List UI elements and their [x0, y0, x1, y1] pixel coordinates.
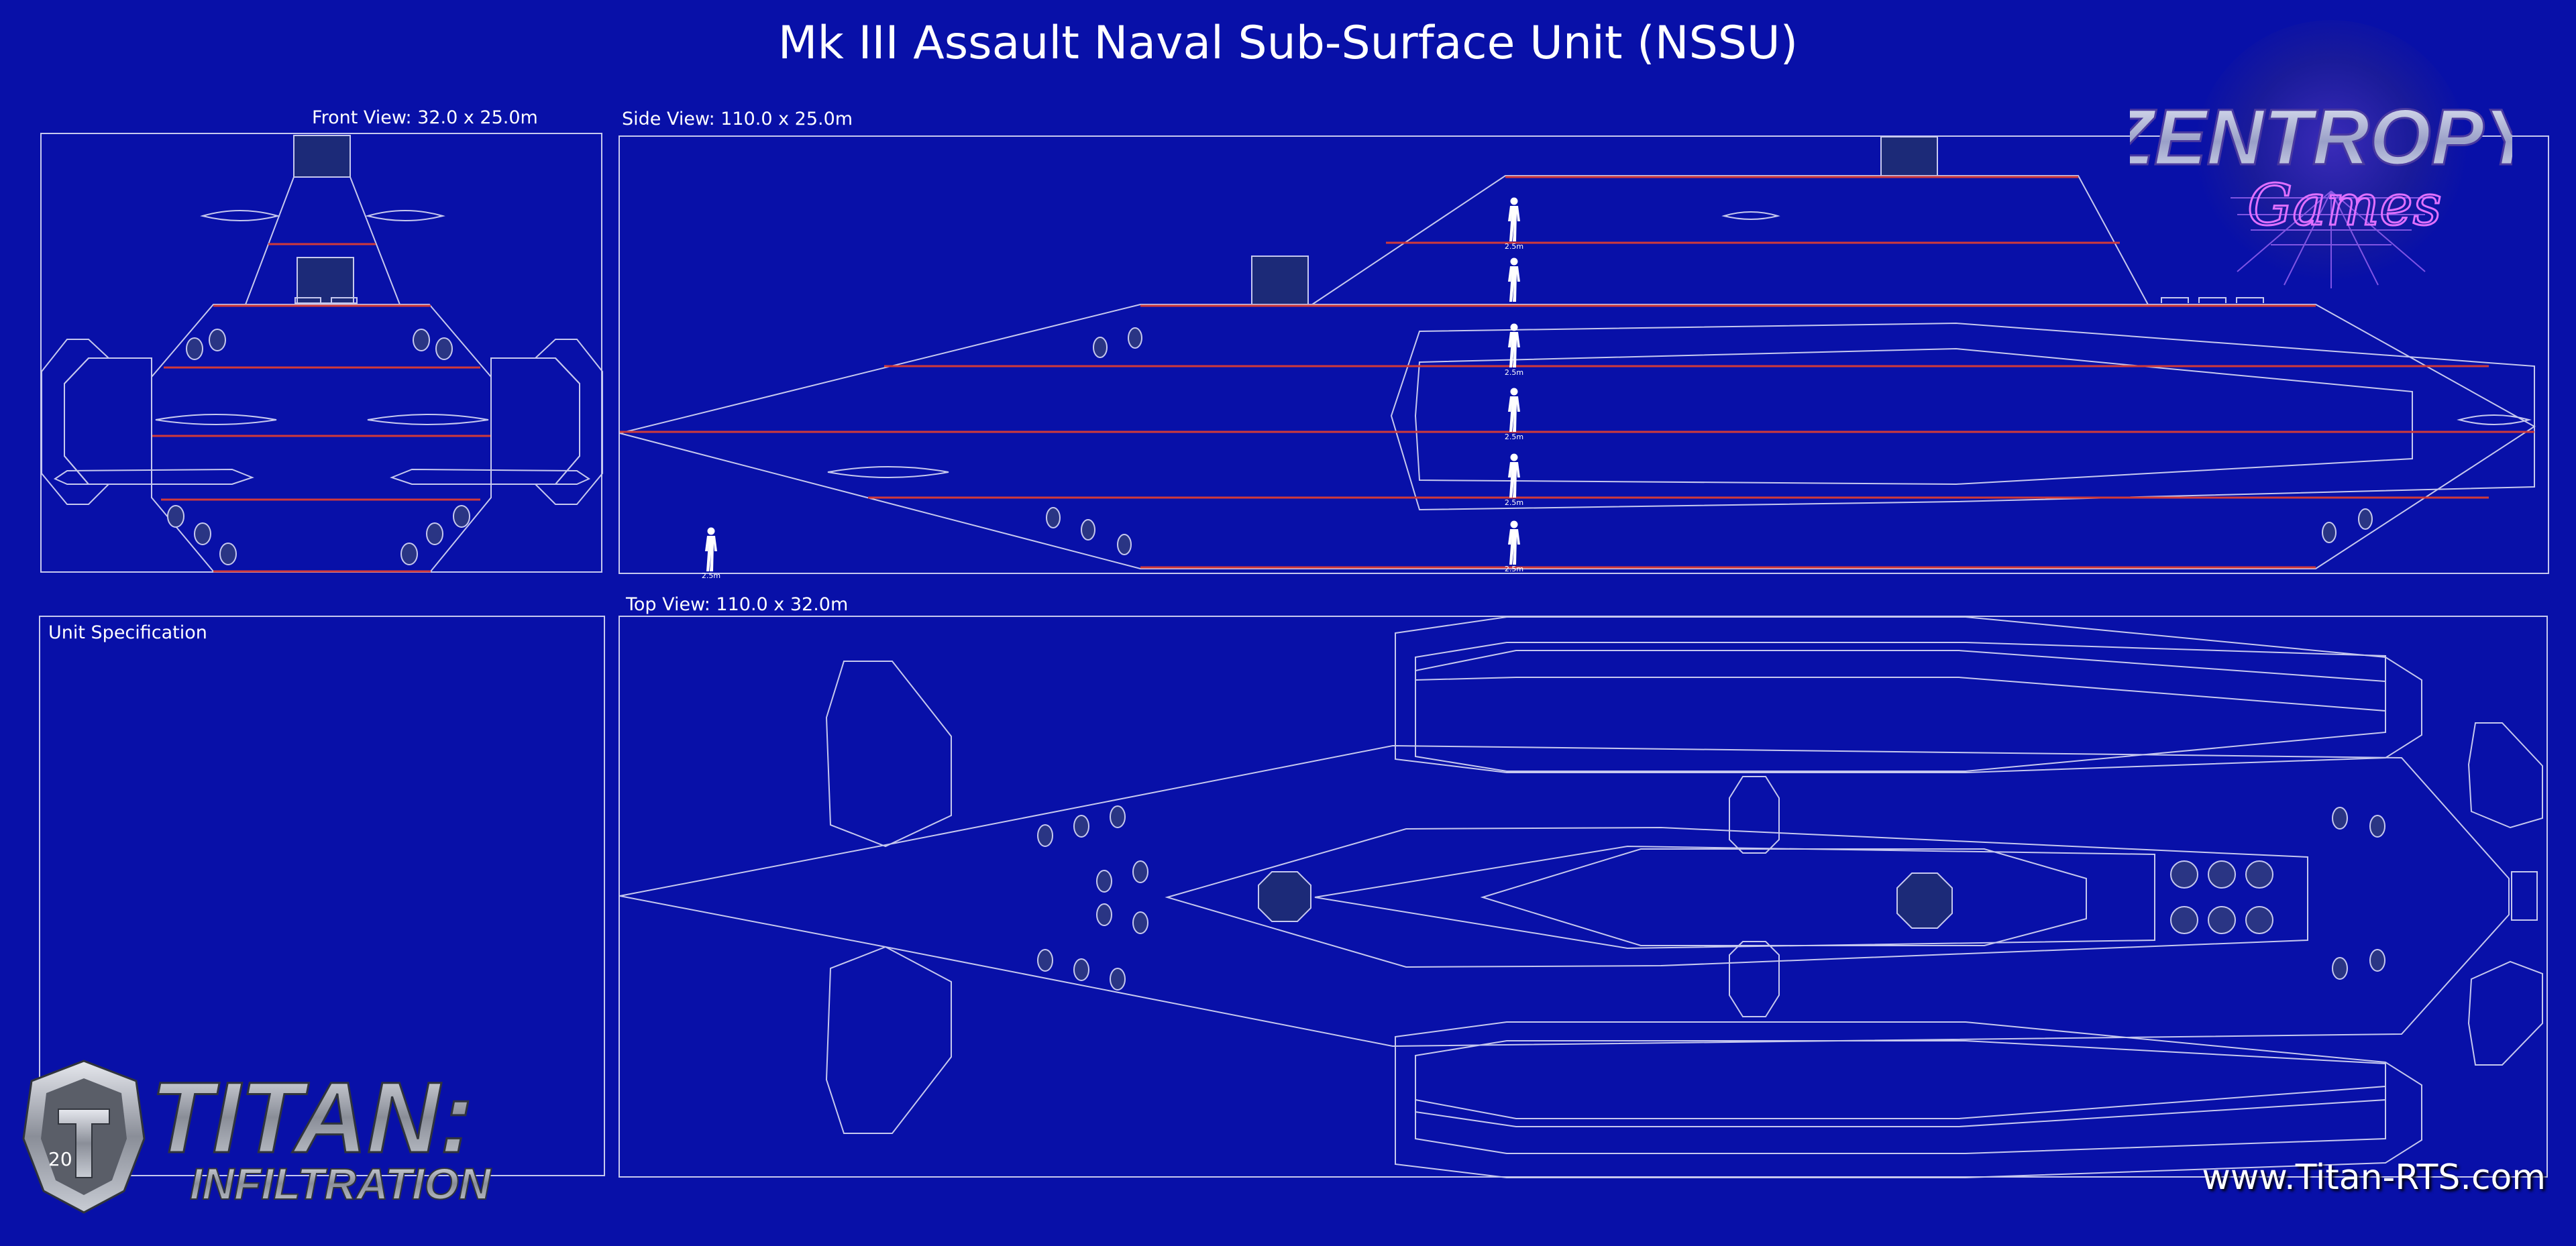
- page-title: Mk III Assault Naval Sub-Surface Unit (N…: [777, 17, 1799, 70]
- top-main-hull: [619, 744, 2510, 1047]
- scale-figure-label: 2.5m: [1505, 368, 1523, 377]
- scale-figure-labels: 2.5m 2.5m 2.5m 2.5m 2.5m 2.5m: [702, 242, 1523, 580]
- front-view-drawing: [41, 135, 603, 573]
- scale-figure-label: 2.5m: [702, 571, 720, 580]
- top-central-deck: [1165, 826, 2308, 968]
- side-mast-block: [1880, 136, 1938, 176]
- scale-figure: [705, 527, 717, 571]
- zentropy-wordmark: ZENTROPY: [2130, 93, 2512, 182]
- scale-figure-label: 2.5m: [1505, 565, 1523, 573]
- scale-figure-label: 2.5m: [1505, 433, 1523, 441]
- scale-figures: [705, 197, 1520, 571]
- top-fin-lower: [825, 946, 952, 1134]
- scale-figure-label: 2.5m: [1505, 242, 1523, 251]
- website-url: www.Titan-RTS.com: [2202, 1157, 2546, 1198]
- side-view-panel: [619, 135, 2549, 574]
- side-main-hull: [619, 304, 2536, 569]
- front-right-pod: [533, 339, 603, 505]
- titan-infiltration-logo: TITAN: INFILTRATION: [22, 1060, 492, 1214]
- side-view-drawing: [619, 136, 2536, 569]
- spec-panel: [39, 616, 605, 1176]
- front-view-label: Front View: 32.0 x 25.0m: [312, 107, 538, 128]
- top-lower-pontoon: [1395, 1021, 2422, 1178]
- side-view-label: Side View: 110.0 x 25.0m: [622, 109, 853, 129]
- top-view-drawing: [619, 616, 2543, 1178]
- zentropy-games-logo: ZENTROPY Games: [2130, 20, 2512, 295]
- side-upper-hull: [1309, 175, 2149, 305]
- scale-figure: [1508, 388, 1520, 432]
- top-upper-pontoon: [1395, 616, 2422, 773]
- scale-figure: [1508, 258, 1520, 302]
- front-left-pod: [41, 339, 111, 505]
- scale-figure: [1508, 520, 1520, 565]
- year-text: 20: [48, 1148, 72, 1170]
- front-mast-block: [293, 135, 351, 178]
- top-fin-upper: [825, 661, 952, 848]
- scale-figure: [1508, 453, 1520, 498]
- top-view-label: Top View: 110.0 x 32.0m: [626, 594, 849, 615]
- scale-figure: [1508, 197, 1520, 241]
- side-rear-block: [1251, 256, 1309, 305]
- infiltration-wordmark: INFILTRATION: [190, 1159, 492, 1208]
- spec-panel-label: Unit Specification: [48, 622, 207, 643]
- games-wordmark: Games: [2247, 172, 2442, 238]
- titan-wordmark: TITAN:: [151, 1061, 473, 1174]
- scale-figure-label: 2.5m: [1505, 498, 1523, 507]
- front-lower-block: [297, 257, 354, 304]
